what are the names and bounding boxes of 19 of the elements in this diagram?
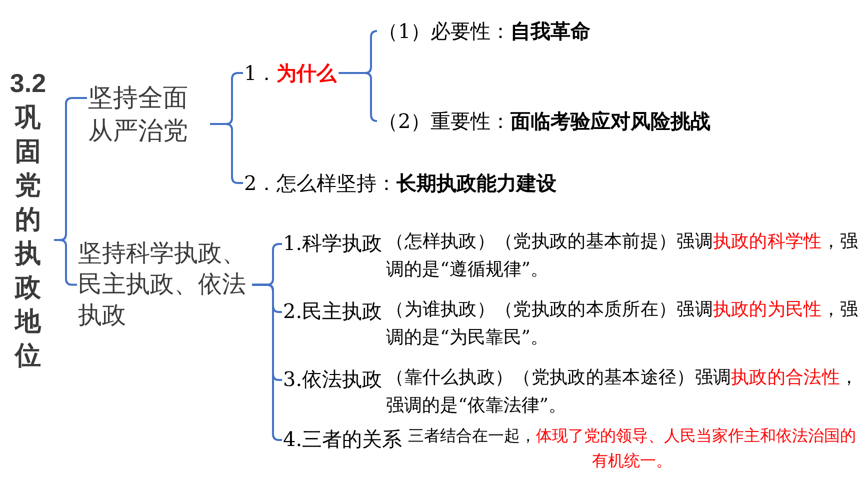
topic-text: 坚持全面从严治党 — [88, 82, 189, 146]
item-label: 2.民主执政 — [283, 298, 382, 325]
item-label: （2）重要性： — [378, 109, 511, 133]
description-text: 三者结合在一起，体现了党的领导、人民当家作主和依法治国的有机统一。 — [407, 425, 858, 472]
item-label: 2．怎么样坚持： — [244, 171, 397, 195]
description-text: （怎样执政）（党执政的基本前提）强调执政的科学性，强调的是“遵循规律”。 — [386, 230, 858, 282]
item-label: 1． — [244, 61, 277, 85]
item-label: （1）必要性： — [378, 19, 511, 43]
item-label: 1.科学执政 — [283, 230, 382, 257]
topic-text: 坚持科学执政、民主执政、依法执政 — [78, 238, 247, 332]
answer-text: 面临考验应对风险挑战 — [510, 109, 711, 133]
answer-text: 长期执政能力建设 — [396, 171, 557, 195]
description-text: （靠什么执政）（党执政的基本途径）强调执政的合法性，强调的是“依靠法律”。 — [386, 366, 858, 418]
answer-text: 为什么 — [276, 61, 337, 85]
answer-text: 自我革命 — [510, 19, 591, 43]
item-label: 4.三者的关系 — [283, 426, 402, 453]
description-text: （为谁执政）（党执政的本质所在）强调执政的为民性，强调的是“为民靠民”。 — [386, 298, 858, 350]
item-label: 3.依法执政 — [283, 366, 382, 393]
vertical-title: 3.2巩固党的执政地位 — [8, 67, 48, 372]
